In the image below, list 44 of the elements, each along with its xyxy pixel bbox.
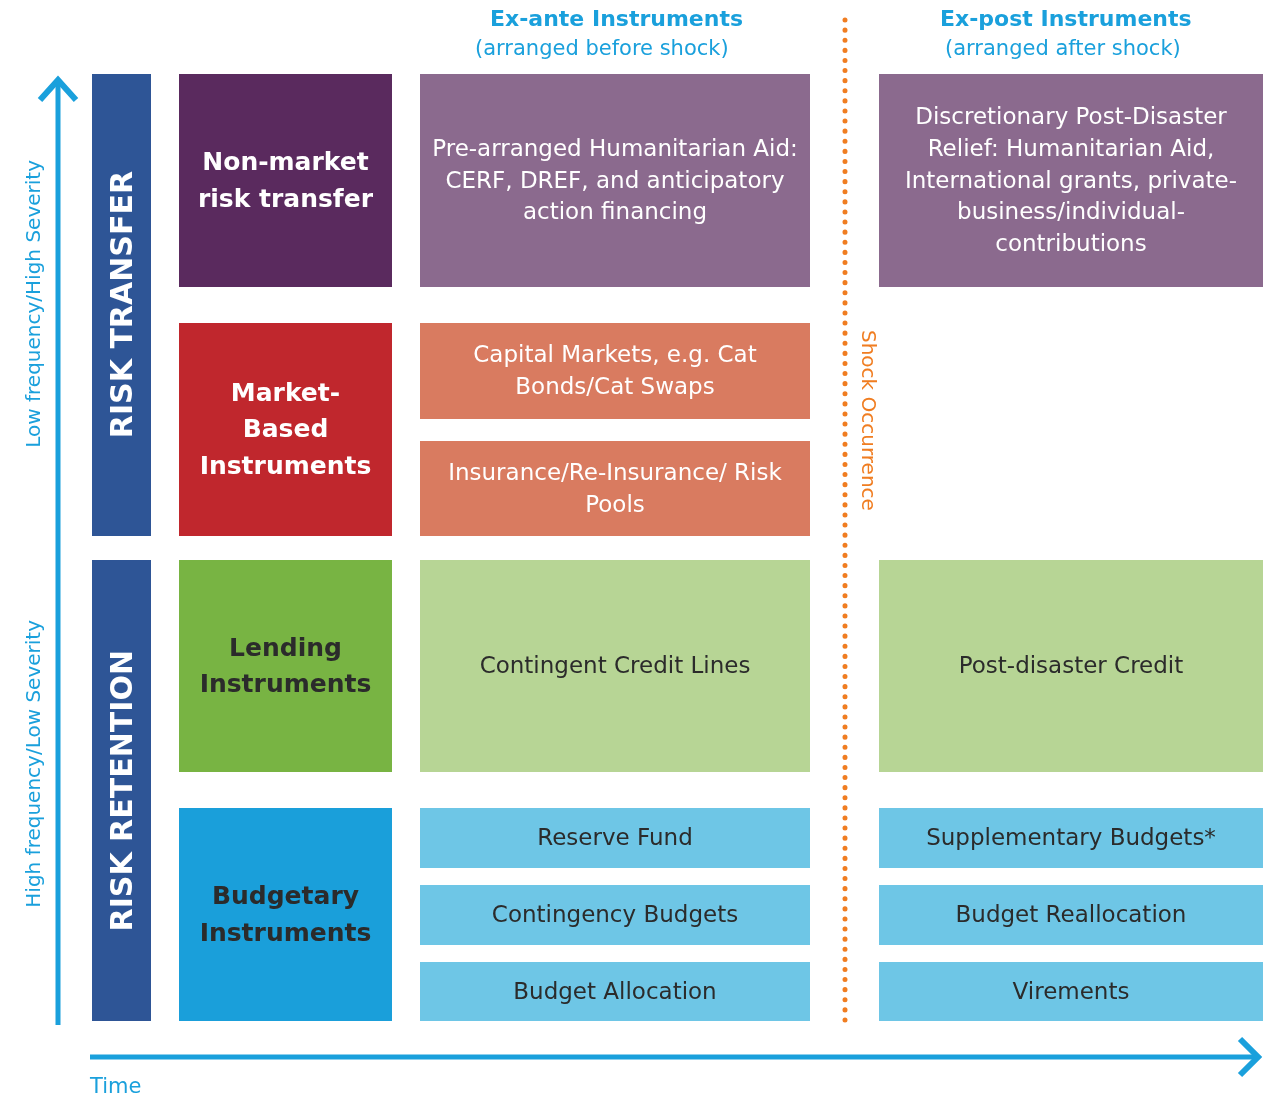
category-label: Lending Instruments: [198, 631, 373, 700]
instrument-box: [420, 441, 810, 536]
divider-label: Shock Occurrence: [856, 330, 882, 511]
category-label: Non-market risk transfer: [196, 146, 375, 215]
category-band: [92, 74, 151, 536]
instrument-label: Post-disaster Credit: [958, 651, 1184, 681]
instrument-label: Pre-arranged Humanitarian Aid: CERF, DREF, and anticipatory action financing: [431, 133, 799, 227]
band-label: RISK TRANSFER: [106, 171, 137, 439]
instrument-label: Supplementary Budgets*: [926, 823, 1216, 853]
category-band: [92, 560, 151, 1021]
instrument-label: Insurance/Re-Insurance/ Risk Pools: [447, 457, 783, 519]
column-heading: Ex-post Instruments: [940, 6, 1193, 31]
instrument-box: [420, 560, 810, 772]
instrument-box: [879, 808, 1263, 868]
instrument-label: Contingent Credit Lines: [479, 651, 751, 681]
instrument-box: [879, 74, 1263, 287]
instrument-box: [420, 323, 810, 419]
category-label: Budgetary Instruments: [198, 880, 373, 949]
instrument-box: [879, 885, 1263, 945]
category-box: [179, 560, 392, 772]
instrument-label: Budget Allocation: [513, 976, 717, 1006]
category-label: Market-Based Instruments: [198, 377, 373, 482]
band-label: RISK RETENTION: [106, 649, 137, 932]
instrument-label: Capital Markets, e.g. Cat Bonds/Cat Swaps: [472, 340, 758, 401]
instrument-label: Reserve Fund: [537, 823, 693, 853]
axis-label: Low frequency/High Severity: [20, 160, 46, 448]
instrument-label: Budget Reallocation: [955, 900, 1187, 930]
instrument-label: Virements: [1012, 976, 1130, 1006]
column-subheading: (arranged before shock): [475, 36, 730, 60]
instrument-box: [420, 74, 810, 287]
category-box: [179, 323, 392, 536]
instrument-box: [420, 962, 810, 1021]
axis-label: High frequency/Low Severity: [20, 620, 46, 908]
axis-label: Time: [90, 1074, 143, 1098]
category-box: [179, 74, 392, 287]
instrument-label: Contingency Budgets: [491, 900, 739, 930]
instrument-box: [879, 962, 1263, 1021]
column-heading: Ex-ante Instruments: [490, 6, 740, 31]
instrument-box: [420, 885, 810, 945]
instrument-box: [420, 808, 810, 868]
column-subheading: (arranged after shock): [945, 36, 1182, 60]
category-box: [179, 808, 392, 1021]
instrument-box: [879, 560, 1263, 772]
instrument-label: Discretionary Post-Disaster Relief: Humanitarian Aid, International grants, private-business/individual-contributions: [903, 102, 1239, 259]
